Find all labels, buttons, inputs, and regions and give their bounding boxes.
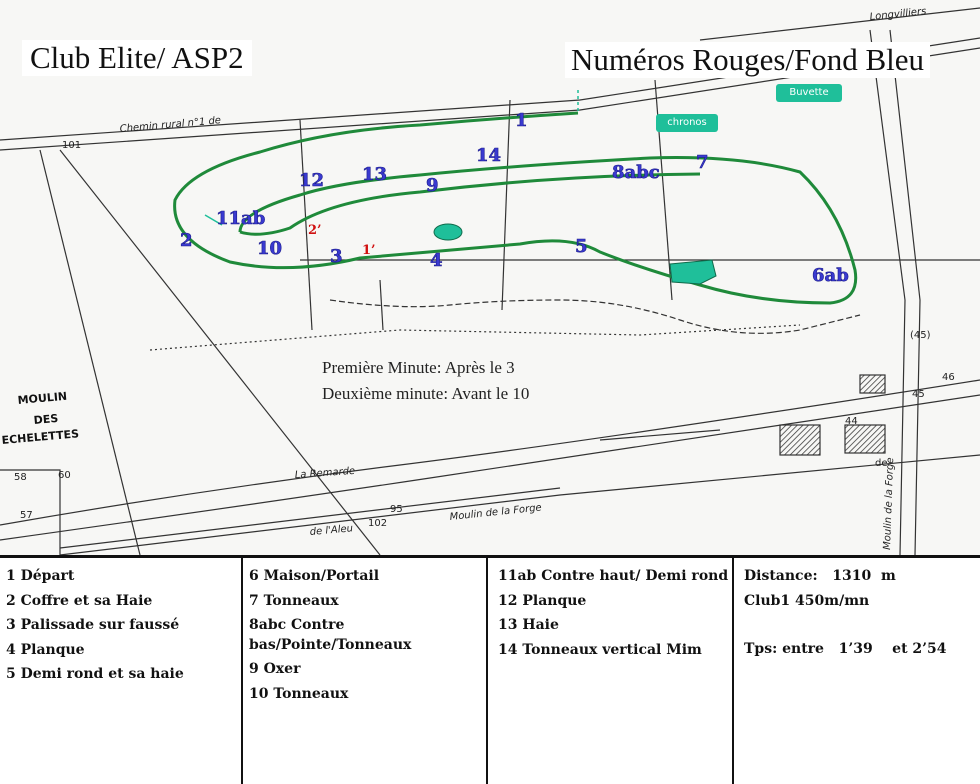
note-first-minute: Première Minute: Après le 3	[322, 358, 515, 377]
legend-item: 9 Oxer	[249, 661, 301, 677]
parcel-44: 44	[845, 416, 858, 427]
legend-item: 11ab Contre haut/ Demi rond	[498, 568, 729, 584]
label-aleu: de l'Aleu	[309, 523, 353, 538]
diagonal-road-b	[59, 149, 381, 556]
minute-marker-1: 1’	[362, 243, 376, 258]
road-bottom-line-a	[59, 454, 980, 556]
building-2	[859, 374, 886, 394]
legend-item: 7 Tonneaux	[249, 592, 339, 609]
label-road-top: Chemin rural n°1 de	[119, 115, 221, 135]
parcel-58: 58	[14, 472, 27, 483]
green-bush-small	[433, 223, 463, 241]
field-line-4	[379, 279, 384, 331]
minute-marker-2: 2’	[308, 223, 322, 238]
legend-table: 1 Départ 2 Coffre et sa Haie 3 Palissade…	[0, 555, 980, 784]
building-1	[779, 424, 821, 456]
obstacle-1: 1	[515, 110, 528, 131]
legend-column-3: 11ab Contre haut/ Demi rond 12 Planque 1…	[488, 558, 734, 784]
legend-item: 6 Maison/Portail	[249, 568, 380, 584]
arrow-line	[599, 429, 721, 441]
legend-item: 14 Tonneaux vertical Mim	[498, 641, 702, 658]
parcel-102: 102	[368, 518, 387, 529]
legend-item: 8abc Contre bas/Pointe/Tonneaux	[249, 617, 412, 653]
legend-column-4: Distance: 1310 m Club1 450m/mn Tps: entr…	[734, 558, 980, 784]
hedge-line	[329, 299, 861, 334]
legend-item: 5 Demi rond et sa haie	[6, 666, 184, 682]
obstacle-10: 10	[257, 238, 282, 259]
path-line	[149, 324, 801, 351]
river-line-b	[0, 394, 980, 541]
label-echelettes: ECHELETTES	[1, 427, 79, 447]
legend-item: 4 Planque	[6, 641, 85, 658]
obstacle-14: 14	[476, 145, 501, 166]
legend-item: 3 Palissade sur faussé	[6, 617, 180, 633]
page-title-left: Club Elite/ ASP2	[22, 40, 252, 76]
course-map: Chemin rural n°1 de Longvilliers MOULIN …	[0, 6, 980, 556]
green-bush-large	[669, 259, 717, 285]
building-3	[844, 424, 886, 454]
parcel-60: 60	[58, 470, 71, 481]
legend-spacer	[744, 613, 980, 637]
course-time-range: Tps: entre 1’39 et 2’54	[744, 641, 947, 657]
route-loop-outer	[173, 111, 858, 305]
parcel-46: 46	[942, 372, 955, 383]
obstacle-9: 9	[426, 175, 439, 196]
legend-column-2: 6 Maison/Portail 7 Tonneaux 8abc Contre …	[243, 558, 488, 784]
label-forge-vertical: Moulin de la Forge	[882, 457, 896, 550]
parcel-57: 57	[20, 510, 33, 521]
parcel-45: 45	[912, 389, 925, 400]
label-moulin: MOULIN	[17, 390, 67, 407]
course-route	[173, 90, 858, 305]
road-bottom-line-b	[59, 487, 561, 549]
parcel-101: 101	[62, 140, 81, 151]
legend-item: 1 Départ	[6, 568, 75, 584]
buvette-tag: Buvette	[776, 84, 842, 102]
label-des: DES	[33, 412, 59, 427]
note-second-minute: Deuxième minute: Avant le 10	[322, 384, 530, 403]
route-cut	[204, 214, 223, 226]
chronos-tag: chronos	[656, 114, 718, 132]
right-road-b	[889, 29, 921, 556]
river-line-a	[0, 379, 980, 526]
label-remarde: La Remarde	[294, 466, 355, 481]
road-top-line-c	[699, 7, 980, 41]
parcel-45-paren: (45)	[910, 330, 931, 341]
field-line-3	[654, 79, 673, 301]
obstacle-8abc: 8abc	[612, 162, 660, 183]
field-line-1	[299, 119, 313, 331]
course-speed: Club1 450m/mn	[744, 592, 870, 609]
course-distance: Distance: 1310 m	[744, 568, 896, 584]
right-road-a	[869, 29, 906, 556]
obstacle-2: 2	[180, 230, 193, 251]
legend-item: 2 Coffre et sa Haie	[6, 592, 153, 609]
label-moulin-forge: Moulin de la Forge	[449, 502, 542, 523]
label-longvilliers: Longvilliers	[869, 6, 927, 23]
obstacle-12: 12	[299, 170, 324, 191]
diagonal-road-a	[39, 149, 141, 556]
obstacle-7: 7	[696, 152, 709, 173]
label-de: de	[875, 458, 888, 469]
obstacle-4: 4	[430, 250, 443, 271]
field-line-2	[501, 99, 511, 311]
parcel-95: 95	[390, 504, 403, 515]
legend-item: 12 Planque	[498, 592, 587, 609]
obstacle-numbers: 1 2 3 4 5 6ab 7 8abc 9 10 11ab 12 13 14 …	[180, 110, 849, 287]
legend-item: 13 Haie	[498, 617, 559, 633]
obstacle-11ab: 11ab	[216, 208, 265, 229]
legend-item: 10 Tonneaux	[249, 685, 349, 702]
obstacle-3: 3	[330, 246, 343, 267]
map-drawing: Chemin rural n°1 de Longvilliers MOULIN …	[0, 6, 980, 556]
obstacle-13: 13	[362, 164, 387, 185]
route-loop-inner	[239, 172, 701, 236]
obstacle-5: 5	[575, 236, 588, 257]
legend-column-1: 1 Départ 2 Coffre et sa Haie 3 Palissade…	[0, 558, 243, 784]
page-title-right: Numéros Rouges/Fond Bleu	[565, 42, 931, 78]
left-border	[0, 469, 61, 555]
obstacle-6ab: 6ab	[812, 265, 849, 286]
